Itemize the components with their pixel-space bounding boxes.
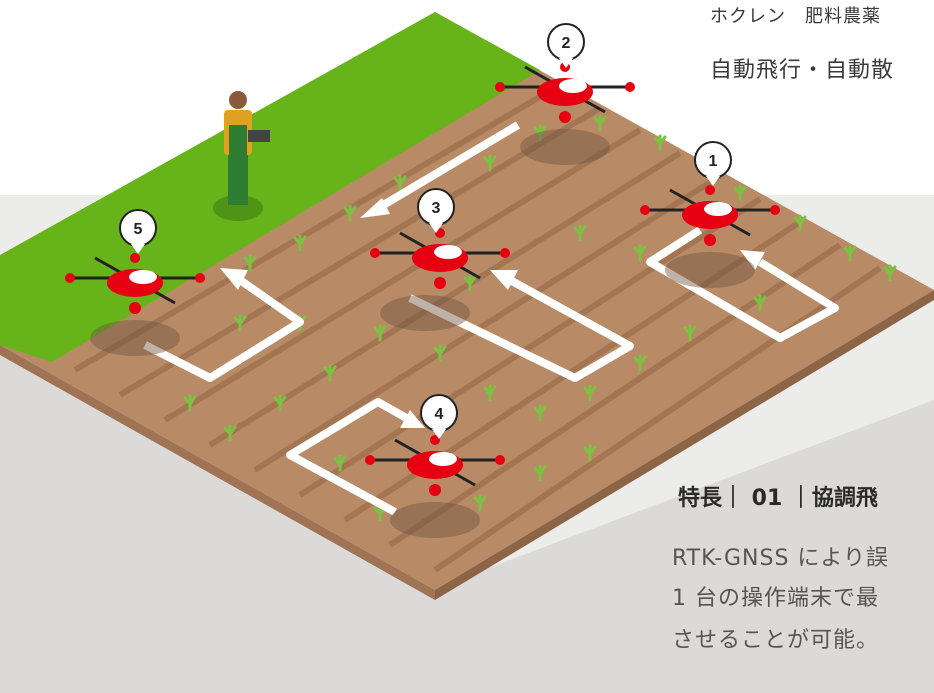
badge-5: 5: [119, 209, 157, 254]
badge-number: 4: [435, 406, 444, 423]
drone-5: [65, 253, 205, 356]
field-side-left: [0, 345, 435, 600]
flight-arrowhead-2: [360, 198, 390, 218]
flight-arrowhead-4: [400, 410, 425, 428]
flight-arrowhead-5: [220, 268, 248, 290]
furrows: [73, 82, 882, 573]
badge-number: 2: [562, 35, 571, 52]
flight-arrowhead-1: [740, 250, 765, 270]
drone-3: [370, 228, 510, 331]
flight-path-3: [408, 276, 634, 382]
drone-shadow: [390, 502, 480, 538]
operator-overalls: [229, 125, 247, 155]
flight-path-5: [143, 276, 304, 382]
badge-1: 1: [694, 107, 732, 186]
operator-figure: [213, 91, 270, 221]
field: [0, 12, 934, 600]
badge-number: 5: [134, 221, 143, 238]
header-line-1: ホクレン 肥料農薬: [710, 6, 881, 27]
badge-3: 3: [417, 188, 455, 233]
drone-shadow: [90, 320, 180, 356]
operator-shadow: [213, 195, 263, 221]
feature-heading: 特長｜ 01 ｜協調飛: [678, 486, 878, 511]
flight-arrowhead-3: [490, 270, 518, 290]
flight-path-4: [286, 398, 412, 516]
drone-shadow: [380, 295, 470, 331]
flight-paths: [143, 121, 839, 516]
drone-shadow: [665, 252, 755, 288]
flight-path-2: [372, 121, 521, 214]
crops: [183, 114, 897, 522]
badge-number: 3: [432, 200, 441, 217]
drone-1: [640, 185, 780, 288]
feature-body-line-2: 1 台の操作端末で最: [672, 586, 879, 611]
badge-4: 4: [420, 394, 458, 439]
drone-shadow: [520, 129, 610, 165]
badge-number: 1: [709, 153, 718, 170]
ground-shadow-plane: [0, 350, 934, 693]
header-line-2: 自動飛行・自動散: [710, 58, 895, 83]
operator-tablet: [248, 130, 270, 142]
flight-path-1: [646, 226, 839, 342]
badge-2: 2: [547, 23, 585, 68]
field-soil: [0, 12, 934, 590]
feature-body-line-1: RTK-GNSS により誤: [672, 546, 889, 571]
operator-head: [229, 91, 247, 109]
feature-body-line-3: させることが可能。: [672, 628, 880, 653]
drone-4: [365, 435, 505, 538]
operator-legs: [228, 150, 248, 205]
drone-2: [495, 62, 635, 165]
field-side-right: [435, 290, 934, 600]
